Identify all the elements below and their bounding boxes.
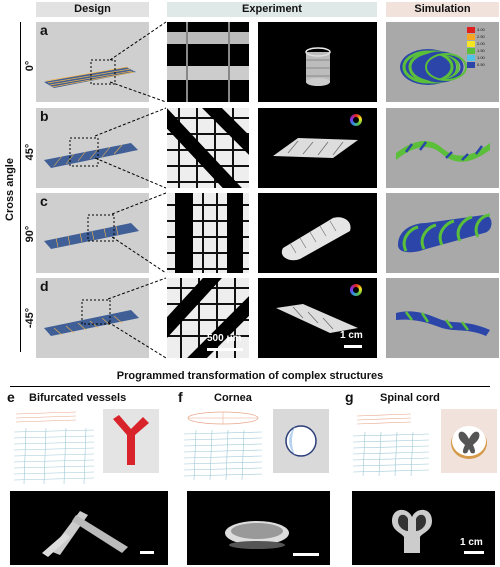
cornea-model-panel	[273, 409, 329, 473]
colorbar: 3.00 2.50 2.00 1.50 1.00 0.50	[467, 26, 495, 68]
micro-panel-c	[167, 193, 249, 273]
scale-bar-e	[140, 551, 154, 554]
panel-title-g: Spinal cord	[380, 392, 440, 404]
header-design: Design	[36, 2, 149, 17]
scale-bar-f	[293, 553, 319, 556]
zoom-lines-a	[110, 21, 167, 103]
row-letter-c: c	[40, 193, 48, 209]
vessel-model-panel	[103, 409, 159, 473]
design-panel-c	[36, 193, 149, 273]
angle-label-90: 90°	[24, 225, 36, 243]
micro-panel-a	[167, 22, 249, 102]
micro-panel-b	[167, 108, 249, 188]
scale-bar-g	[464, 551, 484, 554]
row-letter-d: d	[40, 278, 49, 294]
panel-letter-e: e	[7, 389, 15, 405]
design-panel-b	[36, 108, 149, 188]
design-stack-e	[13, 411, 95, 485]
color-wheel-icon	[350, 284, 362, 296]
row-letter-a: a	[40, 22, 48, 38]
photo-panel-f	[187, 491, 330, 565]
design-stack-g	[352, 413, 430, 477]
scale-bar-macro	[344, 345, 362, 348]
angle-label-45: 45°	[24, 143, 36, 161]
photo-panel-e	[10, 491, 168, 565]
cross-angle-axis-label: Cross angle	[4, 158, 16, 221]
section-divider	[10, 386, 490, 387]
photo-panel-c	[258, 193, 377, 273]
design-panel-d	[36, 278, 149, 358]
axis-bracket	[20, 22, 21, 352]
zoom-lines-c	[112, 192, 167, 274]
sim-panel-c	[386, 193, 499, 273]
micro-panel-d: 500 μm	[167, 278, 249, 358]
panel-letter-g: g	[345, 389, 354, 405]
scale-bar-g-label: 1 cm	[460, 537, 483, 548]
color-wheel-icon	[350, 114, 362, 126]
scale-bar-macro-label: 1 cm	[340, 330, 363, 341]
photo-panel-g: 1 cm	[352, 491, 495, 565]
photo-panel-d: 1 cm	[258, 278, 377, 358]
zoom-lines-b	[95, 107, 167, 189]
design-panel-a	[36, 22, 149, 102]
design-stack-f	[183, 411, 263, 481]
scale-bar-micro	[207, 348, 243, 351]
design-strip-a	[44, 59, 136, 88]
photo-panel-a	[258, 22, 377, 102]
panel-letter-f: f	[178, 389, 183, 405]
panel-title-e: Bifurcated vessels	[29, 392, 127, 404]
photo-panel-b	[258, 108, 377, 188]
header-simulation: Simulation	[386, 2, 499, 17]
section-title: Programmed transformation of complex str…	[116, 370, 384, 382]
panel-title-f: Cornea	[214, 392, 252, 404]
row-letter-b: b	[40, 108, 49, 124]
sim-panel-a: 3.00 2.50 2.00 1.50 1.00 0.50	[386, 22, 499, 102]
spinal-model-panel	[441, 409, 497, 473]
sim-panel-b	[386, 108, 499, 188]
header-experiment: Experiment	[167, 2, 377, 17]
sim-panel-d	[386, 278, 499, 358]
zoom-lines-d	[108, 277, 167, 359]
angle-label-0: 0°	[24, 60, 36, 72]
scale-bar-micro-label: 500 μm	[207, 333, 242, 344]
angle-label-neg45: -45°	[24, 307, 36, 329]
